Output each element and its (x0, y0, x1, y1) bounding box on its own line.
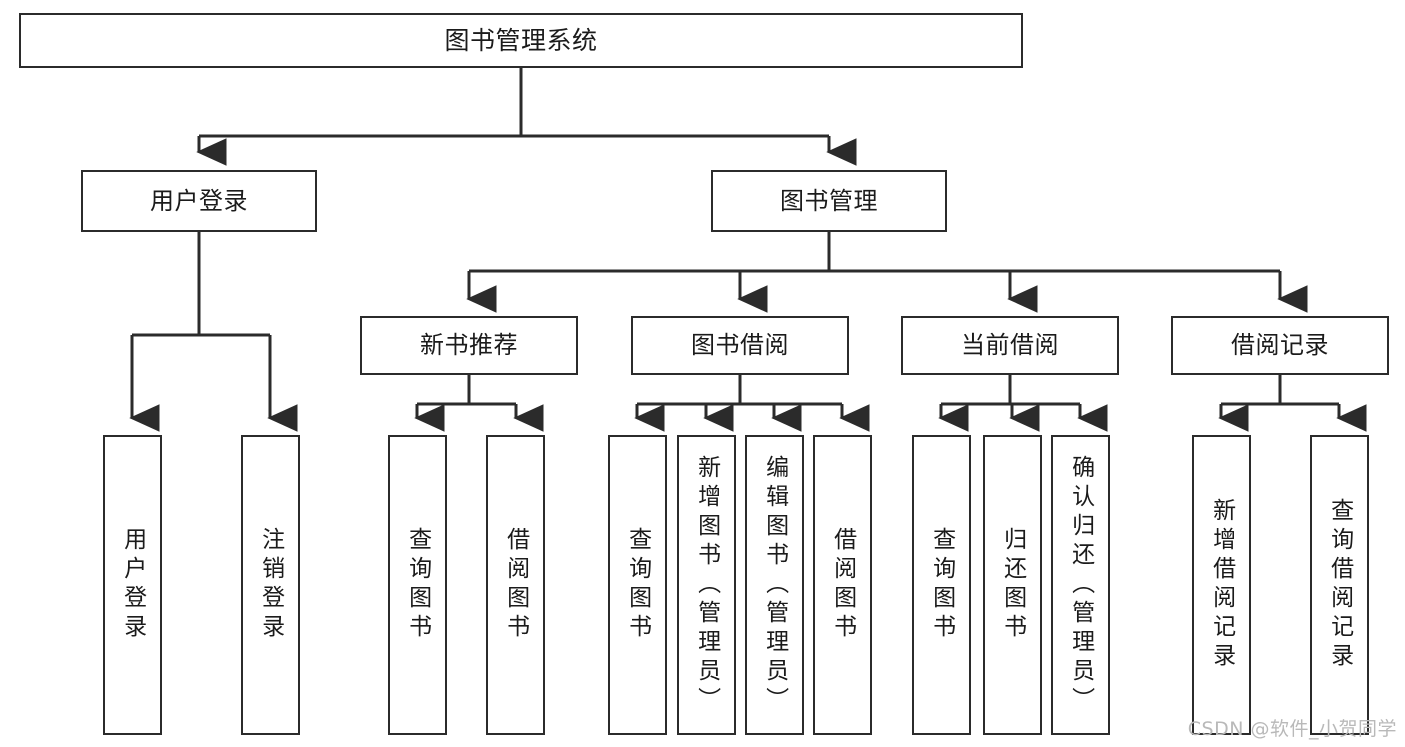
node-root[interactable]: 图书管理系统 (19, 13, 1023, 68)
node-borrow-record[interactable]: 借阅记录 (1171, 316, 1389, 375)
node-leaf-query-book-1[interactable]: 查询图书 (388, 435, 447, 735)
node-leaf-add-record-label: 新增借阅记录 (1208, 498, 1235, 672)
watermark-text: CSDN @软件_小贺同学 (1187, 718, 1397, 740)
node-leaf-query-record[interactable]: 查询借阅记录 (1310, 435, 1369, 735)
node-current-borrow-label: 当前借阅 (961, 331, 1059, 360)
node-leaf-logout[interactable]: 注销登录 (241, 435, 300, 735)
node-root-label: 图书管理系统 (444, 25, 598, 55)
node-leaf-query-book-1-label: 查询图书 (404, 527, 431, 643)
node-leaf-borrow-book-1-label: 借阅图书 (502, 527, 529, 643)
node-user-login-label: 用户登录 (150, 186, 248, 215)
node-leaf-borrow-book-1[interactable]: 借阅图书 (486, 435, 545, 735)
node-borrow-record-label: 借阅记录 (1231, 331, 1329, 360)
node-new-book-recommend[interactable]: 新书推荐 (360, 316, 578, 375)
node-leaf-add-book-label: 新增图书（管理员） (693, 454, 720, 716)
node-leaf-add-record[interactable]: 新增借阅记录 (1192, 435, 1251, 735)
node-leaf-borrow-book-2[interactable]: 借阅图书 (813, 435, 872, 735)
node-leaf-logout-label: 注销登录 (257, 527, 284, 643)
node-leaf-user-login[interactable]: 用户登录 (103, 435, 162, 735)
node-leaf-return-book-label: 归还图书 (999, 527, 1026, 643)
node-new-book-recommend-label: 新书推荐 (420, 331, 518, 360)
node-leaf-query-book-2[interactable]: 查询图书 (608, 435, 667, 735)
node-user-login[interactable]: 用户登录 (81, 170, 317, 232)
node-leaf-confirm-return[interactable]: 确认归还（管理员） (1051, 435, 1110, 735)
node-leaf-edit-book-label: 编辑图书（管理员） (761, 454, 788, 716)
node-leaf-edit-book[interactable]: 编辑图书（管理员） (745, 435, 804, 735)
node-leaf-borrow-book-2-label: 借阅图书 (829, 527, 856, 643)
node-current-borrow[interactable]: 当前借阅 (901, 316, 1119, 375)
node-book-manage[interactable]: 图书管理 (711, 170, 947, 232)
node-leaf-query-book-3[interactable]: 查询图书 (912, 435, 971, 735)
node-leaf-query-book-3-label: 查询图书 (928, 527, 955, 643)
node-leaf-user-login-label: 用户登录 (119, 527, 146, 643)
node-leaf-confirm-return-label: 确认归还（管理员） (1067, 454, 1094, 716)
node-book-manage-label: 图书管理 (780, 186, 878, 215)
node-book-borrow-label: 图书借阅 (691, 331, 789, 360)
node-leaf-query-book-2-label: 查询图书 (624, 527, 651, 643)
node-leaf-return-book[interactable]: 归还图书 (983, 435, 1042, 735)
node-book-borrow[interactable]: 图书借阅 (631, 316, 849, 375)
node-leaf-add-book[interactable]: 新增图书（管理员） (677, 435, 736, 735)
node-leaf-query-record-label: 查询借阅记录 (1326, 498, 1353, 672)
